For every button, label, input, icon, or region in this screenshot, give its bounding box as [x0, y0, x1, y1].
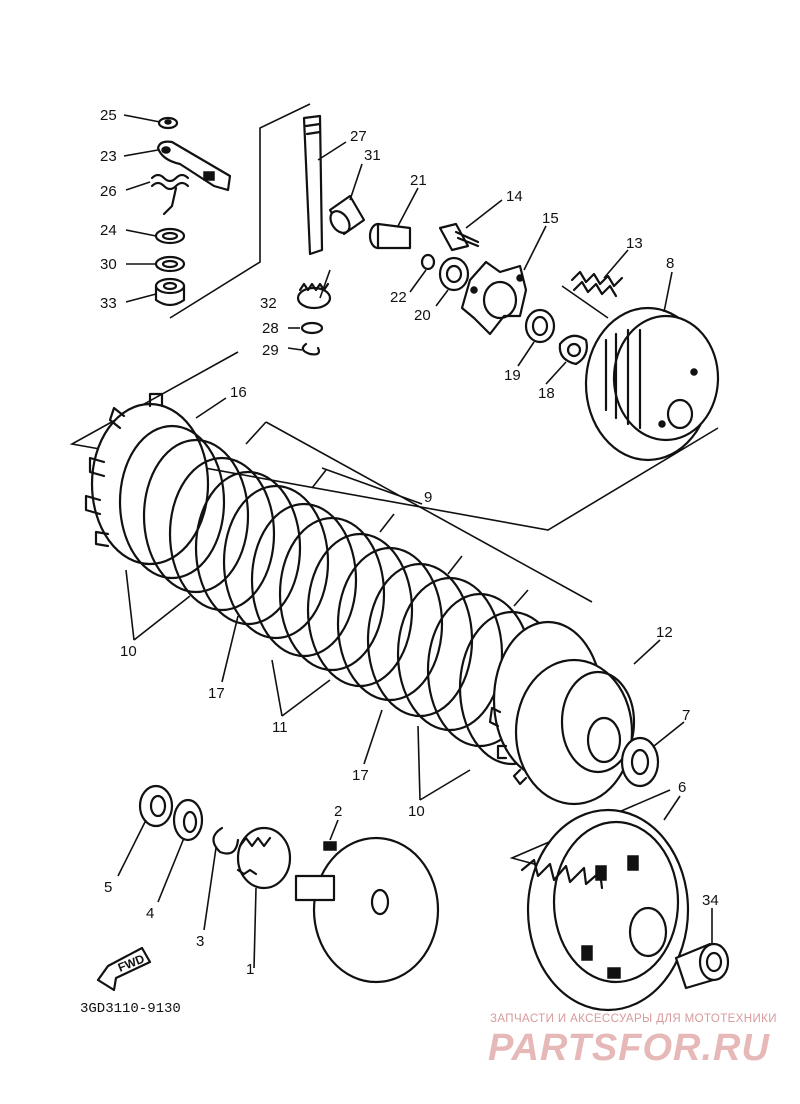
label-5: 5 [104, 879, 112, 896]
label-1: 1 [246, 961, 254, 978]
label-21: 21 [410, 172, 427, 189]
washer-30 [154, 255, 186, 273]
watermark: ЗАПЧАСТИ И АКСЕССУАРЫ ДЛЯ МОТОТЕХНИКИ PA… [488, 1013, 777, 1069]
label-7: 7 [682, 707, 690, 724]
label-11: 11 [272, 719, 288, 736]
push-lever-23 [156, 140, 232, 192]
label-4: 4 [146, 905, 154, 922]
washer-24 [154, 227, 186, 245]
nut-5 [138, 784, 174, 828]
label-29: 29 [262, 342, 279, 359]
label-10-upper: 10 [120, 643, 137, 660]
part-labels: 25 23 26 24 30 33 27 31 21 14 15 13 8 22… [100, 107, 719, 978]
label-13: 13 [626, 235, 643, 252]
label-10-lower: 10 [408, 803, 425, 820]
watermark-tagline: ЗАПЧАСТИ И АКСЕССУАРЫ ДЛЯ МОТОТЕХНИКИ [490, 1013, 777, 1025]
label-20: 20 [414, 307, 431, 324]
label-30: 30 [100, 256, 117, 273]
spring-26 [150, 173, 190, 216]
pressure-plate-12 [514, 658, 636, 806]
clutch-boss-8 [584, 306, 720, 462]
label-6: 6 [678, 779, 686, 796]
bearing-20 [438, 256, 470, 292]
circlip-29 [301, 342, 321, 356]
key-2 [323, 841, 337, 851]
circlip-25 [157, 116, 179, 130]
label-8: 8 [666, 255, 674, 272]
label-17-upper: 17 [208, 685, 225, 702]
label-22: 22 [390, 289, 407, 306]
lock-washer-7 [620, 736, 660, 788]
label-14: 14 [506, 188, 523, 205]
label-34: 34 [702, 892, 719, 909]
lock-washer-18 [558, 334, 588, 366]
bolt-14 [438, 222, 480, 252]
label-3: 3 [196, 933, 204, 950]
washer-28 [300, 321, 324, 335]
label-31: 31 [364, 147, 381, 164]
label-15: 15 [542, 210, 559, 227]
push-rod-27 [302, 114, 324, 256]
label-26: 26 [100, 183, 117, 200]
push-rod-21 [368, 222, 412, 250]
label-19: 19 [504, 367, 521, 384]
label-32: 32 [260, 295, 277, 312]
label-28: 28 [262, 320, 279, 337]
label-27: 27 [350, 128, 367, 145]
pinion-gear-32 [296, 282, 332, 310]
push-lever-assembly [150, 116, 232, 307]
label-17-lower: 17 [352, 767, 369, 784]
label-9: 9 [424, 489, 432, 506]
primary-drive-parts [138, 784, 440, 984]
primary-drive-gear-1 [236, 826, 440, 984]
pressure-plate-15 [460, 260, 528, 336]
label-18: 18 [538, 385, 555, 402]
fwd-arrow: FWD [96, 946, 152, 992]
label-16: 16 [230, 384, 247, 401]
o-ring-22 [420, 253, 436, 271]
spacer-34 [674, 942, 730, 990]
label-25: 25 [100, 107, 117, 124]
label-23: 23 [100, 148, 117, 165]
bearing-19 [524, 308, 556, 344]
leader-lines [117, 114, 713, 969]
bushing-33 [154, 277, 186, 307]
watermark-brand: PARTSFOR.RU [488, 1027, 770, 1069]
label-24: 24 [100, 222, 117, 239]
push-rod-31 [328, 194, 366, 236]
label-12: 12 [656, 624, 673, 641]
circlip-3 [212, 826, 240, 855]
spring-13 [570, 270, 624, 298]
label-2: 2 [334, 803, 342, 820]
clutch-housing-6 [520, 808, 690, 1012]
label-33: 33 [100, 295, 117, 312]
diagram-code: 3GD3110-9130 [80, 1001, 181, 1017]
lock-washer-4 [172, 798, 204, 842]
